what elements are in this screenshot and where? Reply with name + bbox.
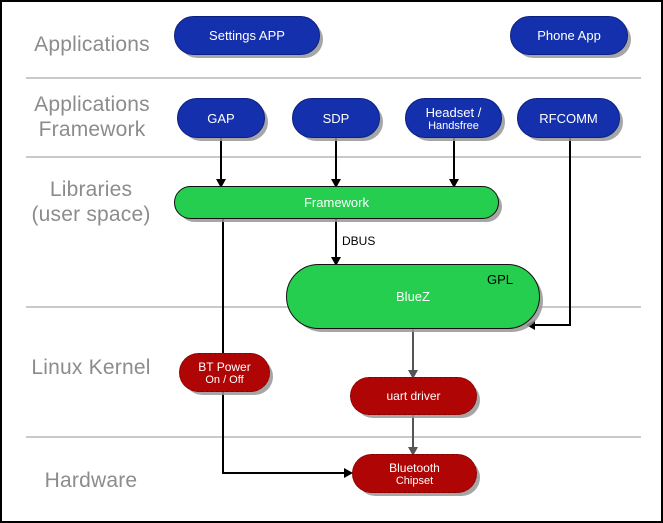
arrowhead-gap-to-framework — [216, 179, 226, 188]
node-sdp-label: SDP — [322, 110, 350, 126]
connector-bluez-to-uart — [412, 329, 414, 377]
node-headset-handsfree[interactable]: Headset / Handsfree — [405, 98, 502, 138]
node-uart-driver-label: uart driver — [386, 389, 441, 403]
node-rfcomm[interactable]: RFCOMM — [517, 98, 620, 138]
node-phone-app-label: Phone App — [537, 28, 601, 43]
node-bt-power-label-line1: BT Power — [198, 359, 251, 374]
node-phone-app[interactable]: Phone App — [510, 16, 628, 55]
arrowhead-sdp-to-framework — [331, 179, 341, 188]
connector-sdp-to-framework — [335, 138, 337, 186]
node-headset-label-line2: Handsfree — [428, 119, 479, 132]
node-bluez[interactable]: BlueZ — [286, 264, 540, 329]
arrowhead-headset-to-framework — [449, 179, 459, 188]
layer-label-applications-framework: Applications Framework — [34, 93, 150, 141]
node-gap-label: GAP — [207, 110, 235, 126]
layer-label-libraries: Libraries (user space) — [31, 178, 151, 226]
node-bluez-label: BlueZ — [396, 289, 430, 304]
node-gap[interactable]: GAP — [177, 98, 265, 138]
arrowhead-framework-to-bluez — [331, 257, 341, 266]
arrowhead-bluez-to-uart — [408, 370, 418, 379]
node-framework-label: Framework — [303, 195, 369, 210]
node-bluetooth-chipset-label-line2: Chipset — [395, 474, 434, 487]
connector-uart-to-chipset — [412, 415, 414, 454]
node-bt-power-label-line2: On / Off — [205, 373, 244, 386]
connector-framework-to-chipset-horizontal — [222, 472, 348, 474]
connector-rfcomm-vertical — [569, 138, 571, 326]
connector-gap-to-framework — [220, 138, 222, 186]
node-bluetooth-chipset-label-line1: Bluetooth — [389, 460, 440, 475]
connector-label-dbus: DBUS — [342, 234, 376, 248]
node-sdp[interactable]: SDP — [292, 98, 380, 138]
layer-label-applications: Applications — [34, 33, 150, 56]
node-bluez-license-label: GPL — [487, 272, 514, 287]
arrowhead-framework-to-chipset — [344, 468, 353, 478]
node-headset-label-line1: Headset / — [425, 104, 482, 120]
divider-framework — [26, 156, 641, 158]
node-settings-app[interactable]: Settings APP — [174, 16, 320, 55]
connector-headset-to-framework — [453, 138, 455, 186]
node-bluetooth-chipset[interactable]: Bluetooth Chipset — [352, 454, 477, 493]
divider-kernel — [26, 436, 641, 438]
node-bt-power[interactable]: BT Power On / Off — [179, 353, 270, 392]
node-uart-driver[interactable]: uart driver — [350, 377, 477, 415]
layer-label-linux-kernel: Linux Kernel — [31, 356, 151, 379]
divider-applications — [26, 77, 641, 79]
node-rfcomm-label: RFCOMM — [539, 110, 598, 126]
node-framework[interactable]: Framework — [174, 186, 499, 219]
connector-rfcomm-horizontal — [533, 324, 571, 326]
node-settings-app-label: Settings APP — [209, 28, 285, 43]
arrowhead-rfcomm-to-bluez — [526, 320, 535, 330]
arrowhead-uart-to-chipset — [408, 447, 418, 456]
connector-framework-to-bluez — [335, 218, 337, 264]
connector-framework-to-chipset-vertical — [222, 218, 224, 474]
layer-label-hardware: Hardware — [44, 469, 138, 492]
